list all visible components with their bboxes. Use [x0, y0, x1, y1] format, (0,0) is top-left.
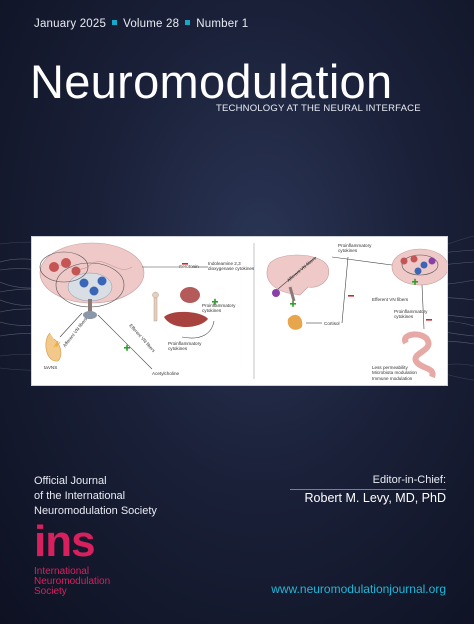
- cover-illustration: Serotonin Indoleamine 2,3 dioxygenase cy…: [31, 236, 448, 386]
- official-journal-text: Official Journal of the International Ne…: [34, 474, 157, 519]
- label-right-proinflammatory-top: Proinflammatory cytokines: [338, 243, 372, 254]
- official-line-3: Neuromodulation Society: [34, 505, 157, 517]
- ins-logo: ins: [34, 517, 96, 566]
- ins-logo-subtext: International Neuromodulation Society: [34, 567, 110, 597]
- label-right-proinflammatory-mid: Proinflammatory cytokines: [394, 309, 428, 320]
- label-serotonin: Serotonin: [179, 264, 199, 269]
- label-right-efferent-vn: Efferent VN fibers: [372, 297, 409, 302]
- label-proinflammatory-2: Proinflammatory cytokines: [168, 341, 202, 352]
- journal-subtitle: TECHNOLOGY AT THE NEURAL INTERFACE: [216, 103, 421, 114]
- issue-info: January 2025 Volume 28 Number 1: [34, 18, 248, 30]
- journal-website[interactable]: www.neuromodulationjournal.org: [271, 582, 446, 596]
- ins-sub-line-2: Neuromodulation: [34, 576, 111, 587]
- issue-volume: Volume 28: [123, 18, 180, 30]
- official-line-1: Official Journal: [34, 475, 107, 487]
- ins-sub-line-3: Society: [34, 586, 67, 597]
- editor-divider: [290, 489, 446, 490]
- label-gut-effects: Less permeability Microbiota modulation …: [372, 365, 417, 381]
- separator-square-icon: [112, 20, 118, 26]
- issue-date: January 2025: [34, 18, 107, 30]
- separator-square-icon: [185, 20, 191, 26]
- label-cortisol: Cortisol: [324, 321, 340, 326]
- journal-title: Neuromodulation: [30, 55, 393, 108]
- label-proinflammatory-1: Proinflammatory cytokines: [202, 303, 236, 314]
- issue-number: Number 1: [196, 18, 249, 30]
- editor-in-chief-label: Editor-in-Chief:: [372, 474, 446, 486]
- official-line-2: of the International: [34, 490, 126, 502]
- label-ido: Indoleamine 2,3 dioxygenase cytokines: [208, 261, 255, 272]
- ins-logo-text: ins: [34, 517, 96, 566]
- label-acetylcholine: Acetylcholine: [152, 371, 180, 376]
- illustration-graphics: [39, 242, 447, 379]
- editor-in-chief-name: Robert M. Levy, MD, PhD: [304, 491, 446, 505]
- label-tavns: taVNS: [44, 365, 58, 370]
- ins-sub-line-1: International: [34, 566, 90, 577]
